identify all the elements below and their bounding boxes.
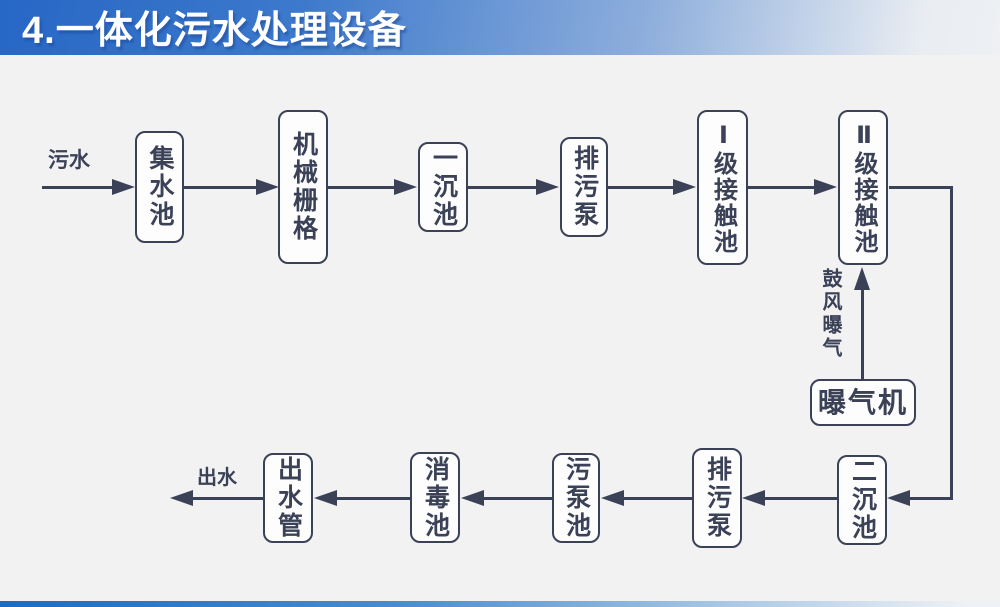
arrow-stage1-to-stage2-line (748, 185, 814, 189)
node-label: 集水池 (146, 145, 174, 229)
outlet-label: 出水 (197, 467, 237, 489)
node-primary-sedimentation-tank: 一沉池 (418, 142, 468, 232)
arrow-disinfect-to-outlet-head (314, 490, 337, 506)
connector-down-line (950, 185, 953, 500)
arrow-aerator-line (861, 288, 864, 379)
connector-stage2-right-line (889, 185, 952, 189)
arrow-grid-to-primary-head (394, 179, 417, 195)
node-label: 排污泵 (703, 456, 732, 540)
node-label: 排污泵 (570, 145, 599, 229)
slide-title-bar: 4.一体化污水处理设备 (0, 0, 1000, 55)
node-disinfection-tank: 消毒池 (410, 452, 460, 543)
node-label: Ⅰ级接触池 (709, 120, 737, 255)
arrow-sludge-to-disinfect-head (461, 490, 484, 506)
arrow-pump-to-sludge-line (624, 496, 692, 500)
connector-to-secondary-head (887, 490, 910, 506)
node-sewage-pump-bottom: 排污泵 (692, 448, 742, 548)
node-label: 二沉池 (848, 458, 877, 542)
arrow-aerator-head (854, 267, 870, 290)
node-sludge-pump-tank: 污泵池 (552, 453, 600, 543)
arrow-stage1-to-stage2-head (814, 179, 837, 195)
arrow-secondary-to-pump-line (765, 496, 837, 500)
node-label: Ⅱ级接触池 (850, 120, 877, 255)
node-label: 一沉池 (429, 145, 458, 229)
node-stage2-contact-tank: Ⅱ级接触池 (838, 110, 888, 265)
arrow-grid-to-primary-line (328, 185, 394, 189)
inlet-label: 污水 (48, 149, 90, 172)
connector-to-secondary-line (909, 496, 953, 500)
node-sewage-pump-top: 排污泵 (560, 137, 608, 237)
node-collecting-tank: 集水池 (135, 131, 184, 243)
page-title: 4.一体化污水处理设备 (22, 10, 407, 52)
node-label: 消毒池 (421, 455, 450, 540)
arrow-pump-to-stage1-head (673, 179, 696, 195)
node-stage1-contact-tank: Ⅰ级接触池 (697, 110, 748, 265)
arrow-primary-to-pump-head (536, 179, 559, 195)
arrow-collect-to-grid-line (184, 185, 256, 189)
arrow-secondary-to-pump-head (742, 490, 765, 506)
node-label: 出水管 (274, 456, 303, 540)
node-outlet-pipe: 出水管 (263, 453, 313, 543)
node-aerator: 曝气机 (810, 379, 916, 426)
arrow-pump-to-sludge-head (601, 490, 624, 506)
node-label: 污泵池 (562, 456, 591, 540)
arrow-outlet-line (193, 496, 263, 500)
node-label: 曝气机 (817, 386, 908, 418)
arrow-inlet-head (112, 179, 135, 195)
node-secondary-sedimentation-tank: 二沉池 (837, 455, 887, 545)
node-mechanical-grid: 机械栅格 (278, 110, 328, 264)
footer-accent-bar (0, 601, 1000, 607)
arrow-sludge-to-disinfect-line (484, 496, 552, 500)
arrow-collect-to-grid-head (256, 179, 279, 195)
arrow-pump-to-stage1-line (608, 185, 673, 189)
node-label: 机械栅格 (289, 131, 318, 243)
arrow-outlet-head (170, 490, 193, 506)
arrow-primary-to-pump-line (468, 185, 536, 189)
arrow-disinfect-to-outlet-line (337, 496, 410, 500)
arrow-inlet-line (42, 185, 112, 189)
aeration-label: 鼓风曝气 (819, 268, 841, 360)
